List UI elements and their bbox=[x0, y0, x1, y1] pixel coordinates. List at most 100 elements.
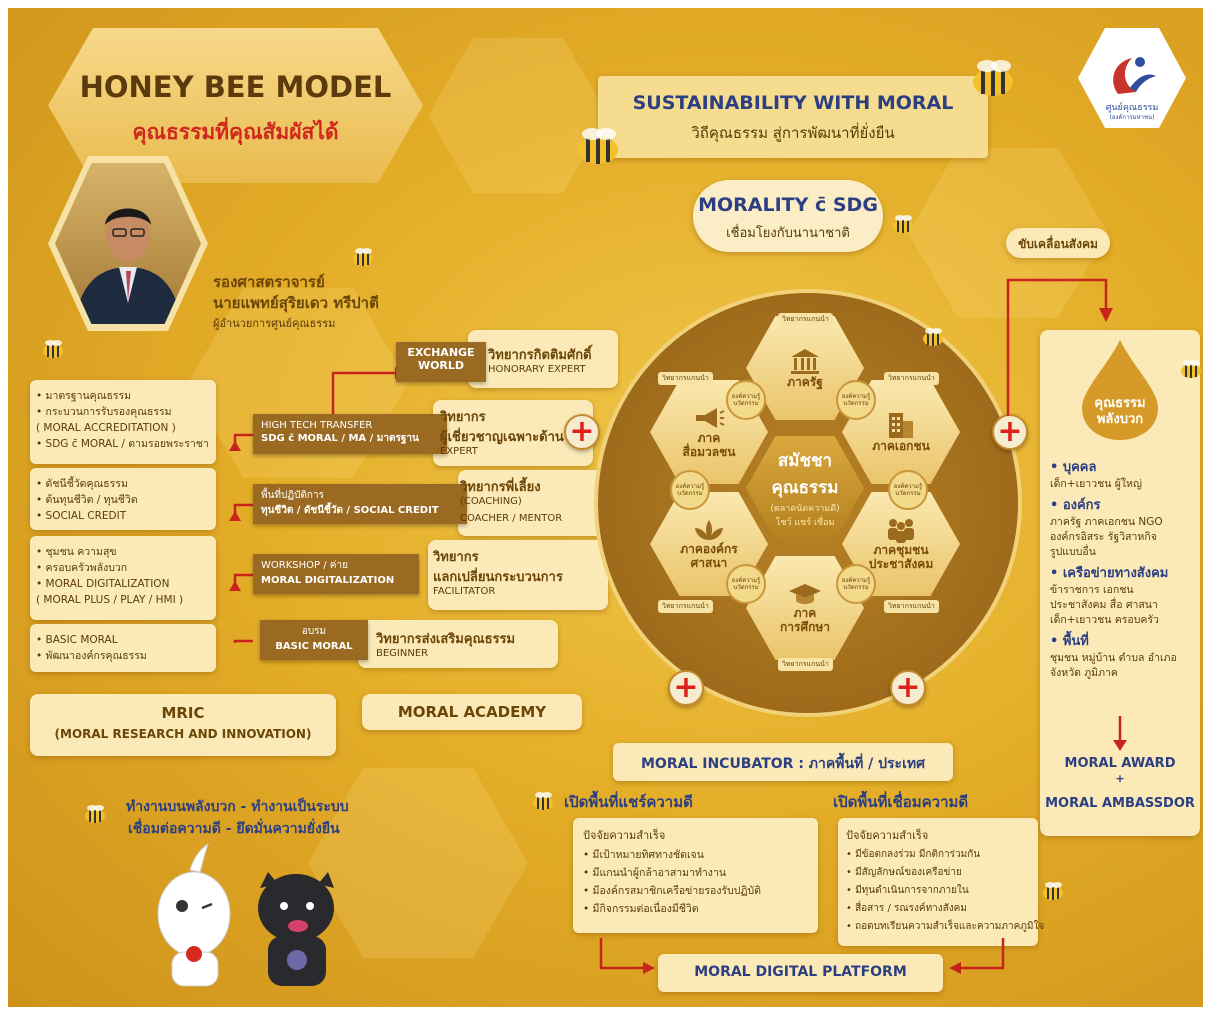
bg-hex bbox=[308, 768, 528, 958]
step-expert-line1: HIGH TECH TRANSFER bbox=[261, 420, 373, 431]
hex-education-label: ภาค การศึกษา bbox=[780, 606, 830, 634]
connect-item: • มีข้อตกลงร่วม มีกติการ่วมกัน bbox=[846, 849, 981, 860]
step-coach-sub: (COACHING) bbox=[460, 496, 522, 507]
right-item-area-line: จังหวัด ภูมิภาค bbox=[1050, 667, 1118, 679]
left-bullet-item: • BASIC MORAL bbox=[36, 634, 118, 646]
platform-arrows bbox=[599, 938, 1005, 974]
left-bullet-item: • พัฒนาองค์กรคุณธรรม bbox=[36, 650, 147, 662]
incubator-box bbox=[613, 743, 953, 781]
down-arrow-icon bbox=[1113, 716, 1127, 751]
bee-icon bbox=[85, 805, 105, 823]
mascot-characters bbox=[157, 842, 334, 987]
hex-private-label: ภาคเอกชน bbox=[872, 439, 930, 453]
right-item-person-line: เด็ก+เยาวชน ผู้ใหญ่ bbox=[1050, 478, 1142, 490]
step-coach-tag: พื้นที่ปฏิบัติการ ทุนชีวิต / ดัชนีชี้วัด… bbox=[253, 484, 467, 524]
left-bullet-item: • ชุมชน ความสุข bbox=[36, 546, 117, 558]
drive-arrow bbox=[1006, 278, 1113, 416]
tag-org-4: องค์ความรู้ นวัตกรรม bbox=[888, 470, 928, 510]
step-exchange-tag: EXCHANGE WORLD bbox=[396, 342, 486, 382]
tag-org-3: องค์ความรู้ นวัตกรรม bbox=[670, 470, 710, 510]
right-item-network-line: ข้าราชการ เอกชน bbox=[1050, 584, 1134, 596]
step-coach-title: วิทยากรพี่เลี้ยง bbox=[460, 480, 541, 495]
step-exchange-title: วิทยากรกิตติมศักดิ์ bbox=[488, 348, 592, 363]
step-beginner-title: วิทยากรส่งเสริมคุณธรรม bbox=[376, 632, 516, 647]
step-facilitator-title: วิทยากร bbox=[433, 550, 479, 565]
slogan-line1: ทำงานบนพลังบวก - ทำงานเป็นระบบ bbox=[126, 799, 349, 815]
plus-bottom-right: + bbox=[890, 670, 926, 706]
step-expert-title2: ผู้เชี่ยวชาญเฉพาะด้าน bbox=[440, 430, 564, 445]
step-coach-card bbox=[458, 470, 618, 536]
connect-item: • มีทุนดำเนินการจากภายใน bbox=[846, 885, 969, 896]
platform-label: MORAL DIGITAL PLATFORM bbox=[694, 964, 907, 980]
moral-ambassador: MORAL AMBASSDOR bbox=[1045, 796, 1195, 811]
right-item-network-line: เด็ก+เยาวชน ครอบครัว bbox=[1050, 614, 1159, 626]
step-expert-title: วิทยากร bbox=[440, 410, 486, 425]
step-beginner-card bbox=[358, 620, 558, 668]
step-facilitator-sub: FACILITATOR bbox=[433, 586, 496, 597]
morality-subtitle: เชื่อมโยงกับนานาชาติ bbox=[726, 226, 850, 241]
graduation-cap-icon bbox=[789, 584, 821, 604]
incubator-label: MORAL INCUBATOR : ภาคพื้นที่ / ประเทศ bbox=[641, 756, 925, 772]
right-item-network-line: ประชาสังคม สื่อ ศาสนา bbox=[1050, 599, 1158, 611]
morality-title: MORALITY c̄ SDG bbox=[698, 194, 878, 216]
connect-title: เปิดพื้นที่เชื่อมความดี bbox=[833, 793, 969, 811]
connect-panel: ปัจจัยความสำเร็จ • มีข้อตกลงร่วม มีกติกา… bbox=[838, 818, 1045, 946]
drive-society-text: ขับเคลื่อนสังคม bbox=[1018, 237, 1098, 251]
left-bullet-item: • มาตรฐานคุณธรรม bbox=[36, 390, 132, 402]
left-bullet-item: • กระบวนการรับรองคุณธรรม bbox=[36, 406, 172, 418]
left-group-3: • ชุมชน ความสุข• ครอบครัวพลังบวก• MORAL … bbox=[30, 536, 216, 620]
left-bullet-item: • ต้นทุนชีวิต / ทุนชีวิต bbox=[36, 494, 138, 506]
bee-icon bbox=[1181, 360, 1201, 378]
bee-icon bbox=[893, 215, 913, 233]
morality-pill bbox=[693, 180, 883, 252]
page-title: HONEY BEE MODEL bbox=[79, 70, 392, 104]
academy-label: MORAL ACADEMY bbox=[397, 703, 547, 721]
bee-icon bbox=[973, 60, 1013, 96]
step-coach-sub2: COACHER / MENTOR bbox=[460, 513, 563, 524]
left-bullet-item: • SDG c̄ MORAL / ตามรอยพระราชา bbox=[36, 438, 209, 450]
step-beginner-line2: BASIC MORAL bbox=[275, 641, 353, 652]
left-bullet-item: • MORAL DIGITALIZATION bbox=[36, 578, 170, 590]
honey-drop-icon bbox=[1082, 340, 1158, 440]
left-group-4: • BASIC MORAL • พัฒนาองค์กรคุณธรรม bbox=[30, 624, 216, 672]
right-item-org-line: รูปแบบอื่น bbox=[1050, 546, 1096, 558]
person-name: นายแพทย์สุริยเดว ทรีปาตี bbox=[213, 294, 379, 312]
assembly-line2: คุณธรรม bbox=[771, 478, 839, 498]
right-item-area-line: ชุมชน หมู่บ้าน ตำบล อำเภอ bbox=[1050, 652, 1177, 664]
hex-media-label: ภาค สื่อมวลชน bbox=[682, 431, 736, 459]
right-item-org-line: ภาครัฐ ภาคเอกชน NGO bbox=[1050, 516, 1163, 528]
person-title: รองศาสตราจารย์ bbox=[213, 273, 325, 291]
right-item-person-head: • บุคคล bbox=[1050, 460, 1097, 475]
mric-box bbox=[30, 694, 336, 756]
step-facilitator-title2: แลกเปลี่ยนกระบวนการ bbox=[433, 570, 563, 585]
person-icon bbox=[75, 208, 181, 324]
connect-item: • มีสัญลักษณ์ของเครือข่าย bbox=[846, 867, 962, 878]
hex-community-label: ภาคชุมชน ประชาสังคม bbox=[868, 543, 934, 571]
academy-box bbox=[362, 694, 582, 730]
step-facilitator-line1: WORKSHOP / ค่าย bbox=[261, 560, 348, 571]
right-item-org-line: องค์กรอิสระ รัฐวิสาหกิจ bbox=[1050, 531, 1157, 543]
tag-speaker-right: วิทยากรแกนนำ bbox=[884, 372, 939, 385]
office-building-icon bbox=[889, 413, 913, 438]
connect-head: ปัจจัยความสำเร็จ bbox=[846, 829, 929, 842]
share-panel: ปัจจัยความสำเร็จ • มีเป้าหมายทิศทางชัดเจ… bbox=[573, 818, 818, 933]
connect-item: • ถอดบทเรียนความสำเร็จและความภาคภูมิใจ bbox=[846, 921, 1045, 932]
tag-speaker-bottom: วิทยากรแกนนำ bbox=[778, 658, 833, 671]
step-exchange-line1: EXCHANGE bbox=[407, 346, 475, 359]
step-facilitator-card bbox=[428, 540, 608, 610]
bee-icon bbox=[43, 340, 63, 358]
award-plus: + bbox=[1115, 772, 1125, 785]
people-group-icon bbox=[888, 519, 914, 543]
tag-speaker-left: วิทยากรแกนนำ bbox=[658, 372, 713, 385]
mric-subtitle: (MORAL RESEARCH AND INNOVATION) bbox=[54, 727, 312, 741]
assembly-line4: โชว์ แชร์ เชื่อม bbox=[775, 518, 835, 528]
step-coach-line1: พื้นที่ปฏิบัติการ bbox=[261, 490, 324, 501]
assembly-line1: สมัชชา bbox=[777, 451, 833, 471]
tag-org-6: องค์ความรู้ นวัตกรรม bbox=[836, 564, 876, 604]
moral-award: MORAL AWARD bbox=[1064, 756, 1176, 771]
hex-religion-label: ภาคองค์กร ศาสนา bbox=[680, 542, 738, 570]
step-beginner-line1: อบรม bbox=[301, 626, 327, 637]
hex-assembly: สมัชชา คุณธรรม (ตลาดนัดความดี) โชว์ แชร์… bbox=[746, 436, 864, 540]
left-bullet-item: • SOCIAL CREDIT bbox=[36, 510, 127, 522]
tag-speaker-top: วิทยากรแกนนำ bbox=[778, 313, 833, 326]
